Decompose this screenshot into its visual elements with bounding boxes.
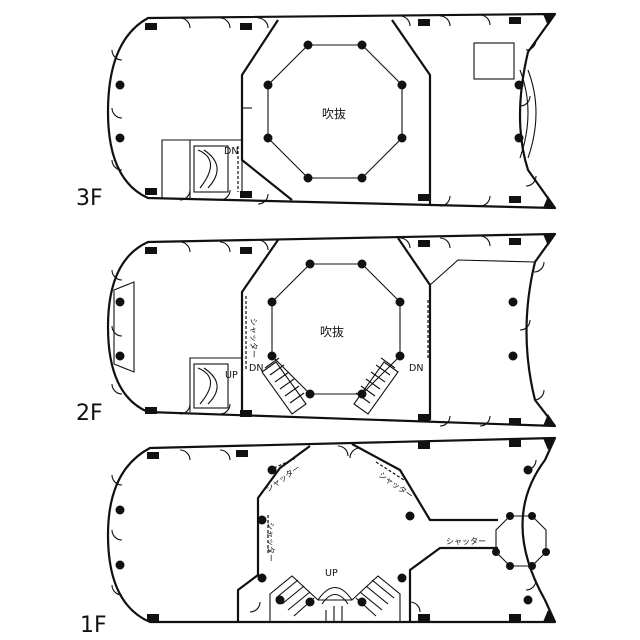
floor-2f-shutter-label: シャッター [249, 318, 258, 358]
floor-3f-void-label: 吹抜 [322, 107, 346, 121]
floor-2f-label: 2F [76, 401, 103, 426]
floor-3f-plan: 吹抜 DN 3F [76, 12, 557, 211]
floor-3f-atrium-wall [240, 19, 293, 201]
floor-1f-outer-wall [106, 436, 557, 624]
floor-1f-hall-wall [236, 445, 311, 622]
floor-1f-label: 1F [80, 613, 107, 638]
floor-1f-plan: UP シャッター シャッター シャッター シャッター 1F [80, 436, 557, 638]
floor-2f-atrium-wall [240, 239, 279, 415]
floor-2f-up-label: UP [225, 370, 238, 381]
floor-2f-plan: 吹抜 UP DN DN シャッター 2F [76, 232, 557, 428]
floor-1f-grand-stair [269, 575, 401, 622]
floor-1f-shutter-label-d: シャッター [446, 537, 486, 546]
floor-2f-outer-wall [106, 232, 557, 428]
floor-1f-entry-pavilion [495, 515, 547, 567]
floor-2f-void-label: 吹抜 [320, 325, 344, 339]
floor-1f-shutter-label-b: シャッター [266, 522, 275, 562]
floor-2f-stair-right [353, 357, 399, 415]
floor-2f-stair-left [261, 357, 307, 415]
floor-2f-dn-label-right: DN [409, 363, 423, 374]
floor-1f-up-label: UP [325, 568, 338, 579]
floor-3f-label: 3F [76, 186, 103, 211]
floor-2f-dn-label-left: DN [249, 363, 263, 374]
floor-3f-dn-label: DN [224, 146, 238, 157]
